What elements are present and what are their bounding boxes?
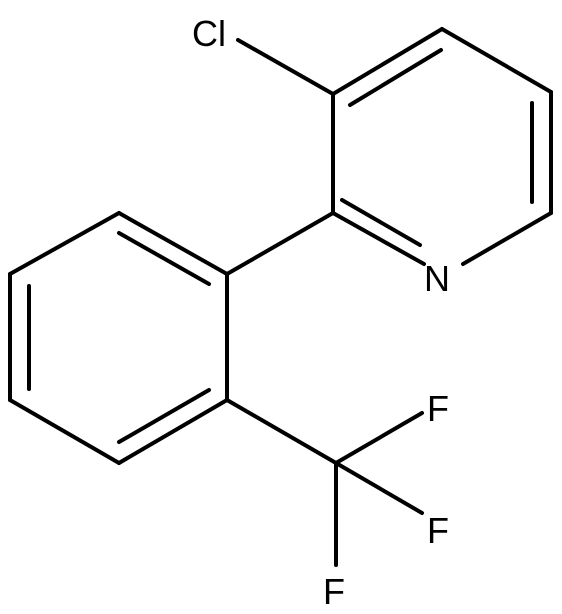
bond-n1-c2-inner [340,198,422,247]
bond-b5-b6-inner [117,388,211,444]
bond-biaryl [225,211,335,276]
benzene-ring [8,211,229,465]
bond-b1-b2-inner [117,231,211,286]
pyridine-ring [331,27,553,266]
bond-c3-cl [236,38,335,96]
bond-b6-cf3 [225,398,338,465]
bond-b4-b5 [8,398,121,465]
atom-label-fluorine-3: F [323,571,345,612]
atom-label-nitrogen: N [424,258,450,299]
bond-c3-c4 [331,27,444,96]
bond-c4-c5 [440,27,553,94]
atom-label-chlorine: Cl [192,13,226,54]
bond-c3-c4-inner [348,48,443,107]
atom-label-fluorine-1: F [427,388,449,429]
trifluoromethyl-group [225,398,424,567]
bond-b5-b6 [117,398,229,465]
bond-c-f1 [334,411,424,465]
bond-b2-b3 [8,211,121,276]
bond-n1-c2 [331,211,426,266]
bond-c6-n1 [461,211,553,266]
bond-c-f2 [334,461,424,515]
atom-label-fluorine-2: F [427,510,449,551]
bond-b1-b2 [117,211,229,276]
